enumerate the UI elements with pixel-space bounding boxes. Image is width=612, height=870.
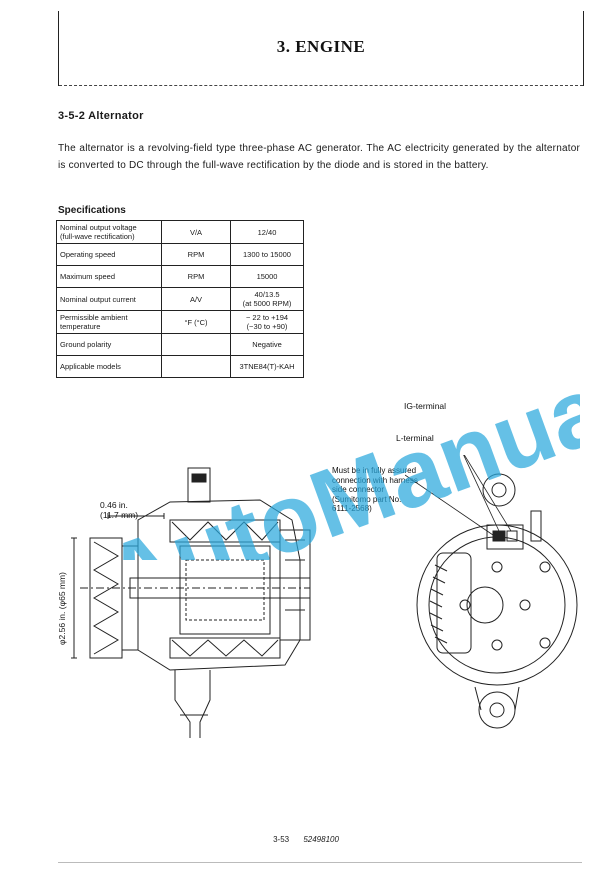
spec-unit: A/V	[161, 287, 231, 311]
spec-item: Nominal output voltage (full-wave rectif…	[56, 220, 162, 244]
section-heading: 3-5-2 Alternator	[58, 110, 144, 122]
page-footer: 3-53 52498100	[0, 835, 612, 844]
dimension-diameter-label: φ2.56 in. (φ65 mm)	[57, 572, 67, 645]
spec-value: Negative	[230, 333, 304, 356]
table-row: Nominal output current A/V 40/13.5 (at 5…	[56, 287, 304, 311]
spec-unit: V/A	[161, 220, 231, 244]
alternator-rear-view-drawing	[405, 455, 578, 729]
ig-terminal-label: IG-terminal	[404, 401, 447, 411]
spec-item: Nominal output current	[56, 287, 162, 311]
specifications-table: Nominal output voltage (full-wave rectif…	[56, 220, 304, 378]
spec-value: 1300 to 15000	[230, 243, 304, 266]
page-number: 3-53	[273, 835, 290, 844]
spec-unit: RPM	[161, 265, 231, 288]
spec-unit	[161, 355, 231, 378]
table-row: Permissible ambient temperature °F (°C) …	[56, 310, 304, 334]
spec-item: Operating speed	[56, 243, 162, 266]
spec-value: − 22 to +194 (−30 to +90)	[230, 310, 304, 334]
connector-note: Must be in fully assured connection with…	[332, 466, 418, 513]
spec-value: 15000	[230, 265, 304, 288]
l-terminal-label: L-terminal	[396, 433, 434, 443]
chapter-title: 3. ENGINE	[276, 37, 366, 56]
page-header: 3. ENGINE	[58, 11, 584, 86]
spec-unit: RPM	[161, 243, 231, 266]
dimension-width-label: 0.46 in. (11.7 mm)	[100, 500, 139, 520]
spec-item: Maximum speed	[56, 265, 162, 288]
alternator-side-view-drawing	[71, 467, 311, 738]
specifications-heading: Specifications	[58, 205, 126, 216]
table-row: Nominal output voltage (full-wave rectif…	[56, 220, 304, 244]
intro-paragraph: The alternator is a revolving-field type…	[58, 143, 580, 171]
spec-item: Permissible ambient temperature	[56, 310, 162, 334]
table-row: Ground polarity Negative	[56, 333, 304, 356]
table-row: Maximum speed RPM 15000	[56, 265, 304, 288]
table-row: Applicable models 3TNE84(T)-KAH	[56, 355, 304, 378]
spec-value: 12/40	[230, 220, 304, 244]
spec-unit: °F (°C)	[161, 310, 231, 334]
spec-item: Ground polarity	[56, 333, 162, 356]
header-divider	[59, 85, 583, 86]
spec-value: 40/13.5 (at 5000 RPM)	[230, 287, 304, 311]
bottom-rule	[58, 862, 582, 863]
table-row: Operating speed RPM 1300 to 15000	[56, 243, 304, 266]
spec-value: 3TNE84(T)-KAH	[230, 355, 304, 378]
document-code: 52498100	[303, 835, 339, 844]
spec-unit	[161, 333, 231, 356]
spec-item: Applicable models	[56, 355, 162, 378]
